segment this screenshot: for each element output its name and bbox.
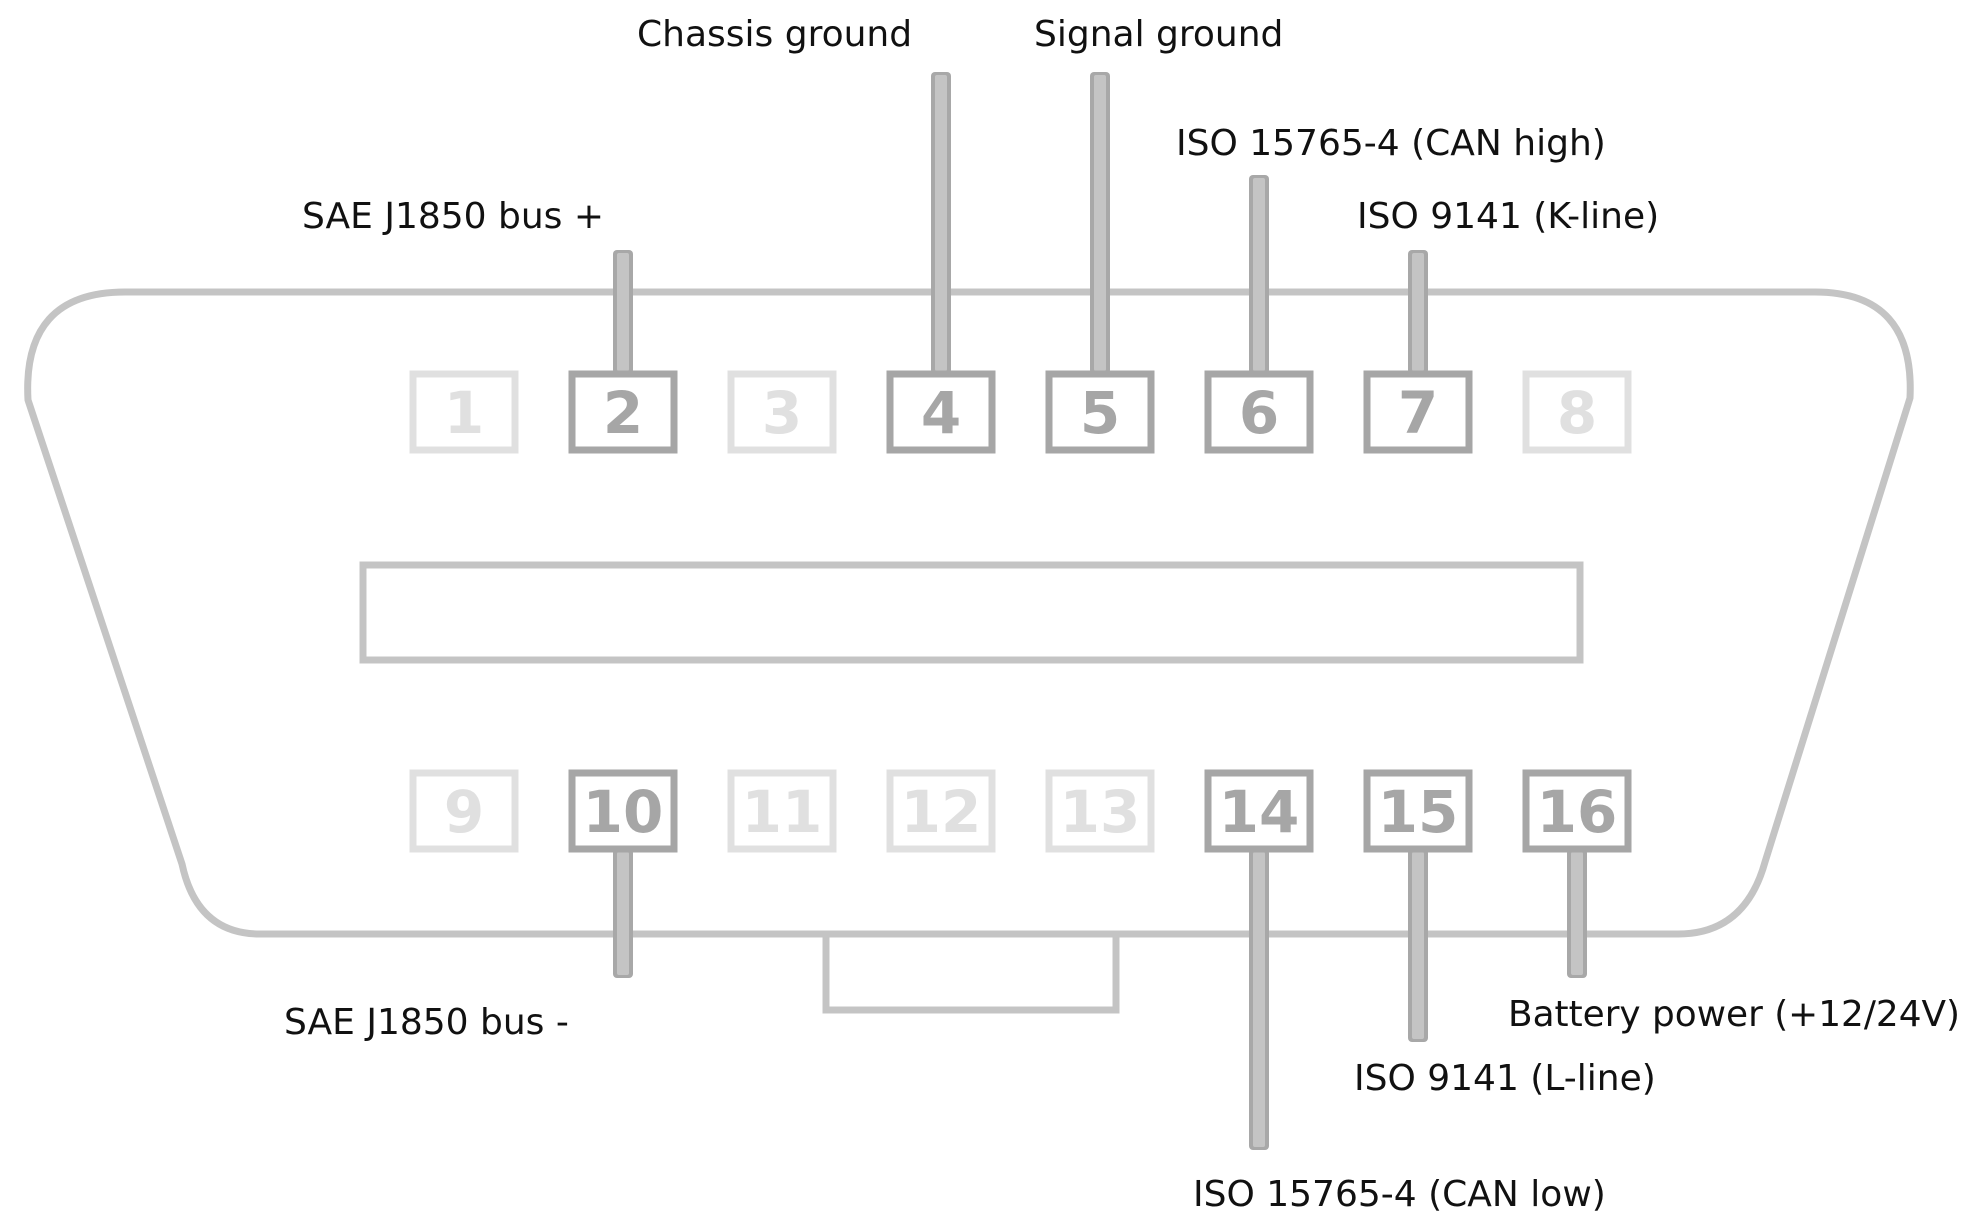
pin-7-number: 7 (1398, 379, 1438, 447)
pin-6-box (1204, 370, 1314, 454)
pin-6-number: 6 (1239, 379, 1279, 447)
pin-16-box (1522, 769, 1632, 853)
pin-3-number: 3 (762, 379, 802, 447)
pin-10-box (568, 769, 678, 853)
pin-16-number: 16 (1537, 778, 1618, 846)
pin-15-lead (1412, 852, 1424, 1039)
pin-2-box (568, 370, 678, 454)
pin-3-box (727, 370, 837, 454)
pin-4-lead (935, 75, 947, 371)
pin-12-number: 12 (901, 778, 982, 846)
pin-14-lead (1253, 852, 1265, 1147)
pin-15-label: ISO 9141 (L-line) (1354, 1058, 1656, 1099)
pin-7-label: ISO 9141 (K-line) (1357, 196, 1659, 237)
pin-16-label: Battery power (+12/24V) (1508, 994, 1960, 1035)
pin-2-lead (617, 253, 629, 371)
pin-12-box (886, 769, 996, 853)
pin-14-box (1204, 769, 1314, 853)
pin-5-lead (1094, 75, 1106, 371)
pin-11-number: 11 (742, 778, 823, 846)
pin-13-box (1045, 769, 1155, 853)
pin-8-box (1522, 370, 1632, 454)
connector-locking-tab (822, 934, 1120, 1014)
pin-1-box (409, 370, 519, 454)
pin-2-label: SAE J1850 bus + (302, 196, 604, 237)
pin-9-box (409, 769, 519, 853)
pin-11-box (727, 769, 837, 853)
pin-4-label: Chassis ground (637, 14, 912, 55)
pin-7-lead (1412, 253, 1424, 371)
pin-10-number: 10 (583, 778, 664, 846)
pin-10-label: SAE J1850 bus - (284, 1002, 569, 1043)
pin-4-number: 4 (921, 379, 961, 447)
pin-6-lead (1253, 178, 1265, 371)
pin-1-number: 1 (444, 379, 484, 447)
pin-8-number: 8 (1557, 379, 1597, 447)
pin-10-lead (617, 852, 629, 975)
pin-13-number: 13 (1060, 778, 1141, 846)
pin-5-label: Signal ground (1034, 14, 1283, 55)
pin-4-box (886, 370, 996, 454)
pin-14-number: 14 (1219, 778, 1300, 846)
pin-leads (613, 72, 1587, 1150)
pin-labels: SAE J1850 bus + Chassis ground Signal grou… (284, 14, 1960, 1215)
pin-15-number: 15 (1378, 778, 1459, 846)
connector-body-outline (24, 288, 1914, 938)
connector-center-slot (359, 561, 1584, 664)
pin-15-box (1363, 769, 1473, 853)
pin-6-label: ISO 15765-4 (CAN high) (1176, 123, 1606, 164)
pin-14-label: ISO 15765-4 (CAN low) (1193, 1174, 1606, 1215)
pin-7-box (1363, 370, 1473, 454)
pin-5-number: 5 (1080, 379, 1120, 447)
pin-16-lead (1571, 852, 1583, 975)
pin-2-number: 2 (603, 379, 643, 447)
pin-9-number: 9 (444, 778, 484, 846)
pin-5-box (1045, 370, 1155, 454)
